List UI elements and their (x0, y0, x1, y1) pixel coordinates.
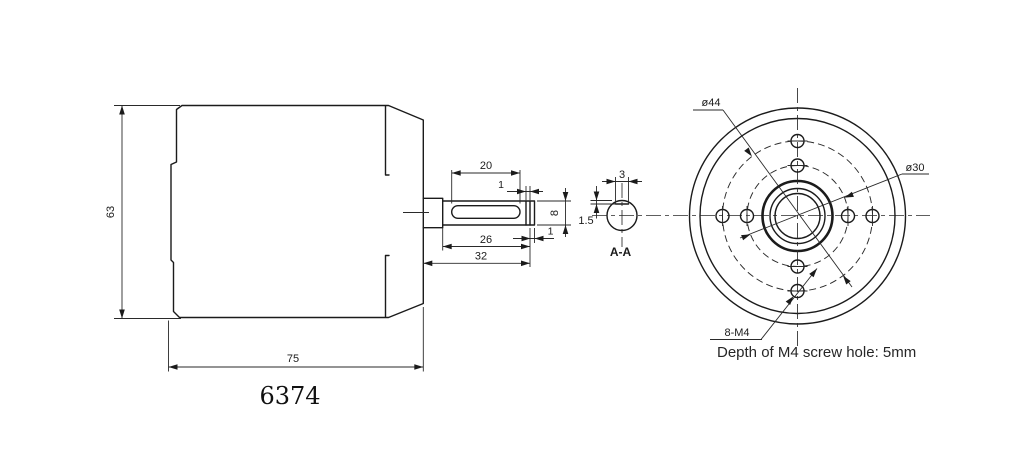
dim-groove-width: 1 (498, 179, 543, 200)
screw-holes (715, 133, 880, 299)
model-number-label: 6374 (259, 382, 320, 410)
section-label: A-A (610, 245, 632, 259)
dim-bolt-circle-30: ø30 (739, 162, 929, 241)
dim-label-32: 32 (475, 251, 487, 263)
dim-label-1-groove: 1 (498, 179, 504, 191)
dim-label-26: 26 (480, 234, 492, 246)
depth-note: Depth of M4 screw hole: 5mm (717, 344, 916, 361)
dim-flat-width: 3 (602, 169, 642, 185)
dim-bolt-circle-44: ø44 (693, 97, 853, 288)
screw-group-label: 8-M4 (724, 327, 749, 339)
dim-body-height: 63 (105, 105, 181, 319)
dim-label-dia44: ø44 (702, 97, 721, 109)
hub-bore-circle (774, 192, 821, 240)
motor-body-outline (170, 104, 424, 319)
dim-label-1-tip: 1 (548, 226, 554, 238)
bell-inner-edge-top (384, 105, 390, 176)
dim-label-dia30: ø30 (906, 162, 925, 174)
shaft-collar (422, 197, 444, 229)
shaft-outline (442, 200, 536, 226)
section-view-aa: 3 1.5 A-A (578, 169, 642, 259)
dim-keyway-length: 20 (451, 160, 521, 204)
dim-label-1-5: 1.5 (578, 215, 593, 227)
dim-body-length: 75 (168, 307, 424, 372)
dim-label-3: 3 (619, 169, 625, 181)
dim-label-8: 8 (549, 210, 561, 216)
dim-flat-depth: 1.5 (578, 186, 616, 227)
shaft-keyway-flat (451, 204, 521, 219)
dim-shaft-total: 32 (423, 251, 530, 267)
bell-inner-edge-bottom (384, 254, 390, 318)
front-view: ø44 ø30 8-M4 Depth of M4 screw hole: 5mm (688, 88, 929, 361)
dim-tip-length: 1 (513, 226, 554, 243)
dim-label-20: 20 (480, 160, 492, 172)
screw-callout: 8-M4 (710, 268, 818, 340)
dim-label-63: 63 (105, 206, 117, 218)
side-view: 63 75 20 1 (105, 104, 571, 410)
dim-label-75: 75 (287, 353, 299, 365)
dim-shaft-exposed: 26 (442, 228, 531, 267)
dim-shaft-diameter: 8 (537, 188, 571, 237)
